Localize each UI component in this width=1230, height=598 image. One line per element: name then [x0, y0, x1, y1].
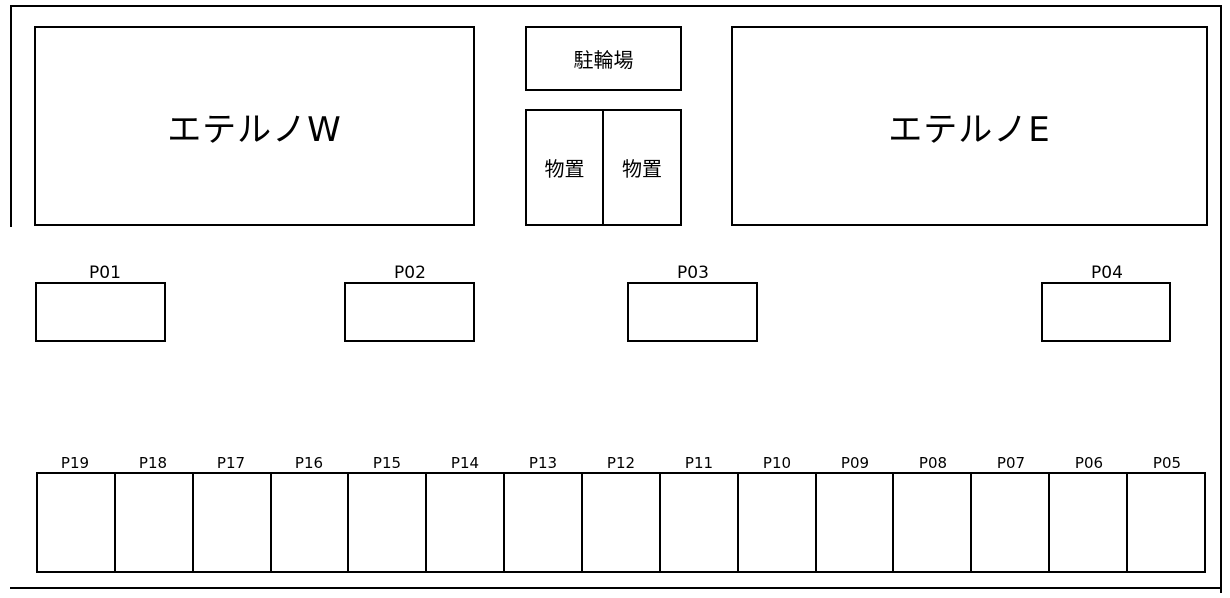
- parking-space-p13[interactable]: [505, 474, 584, 571]
- parking-space-label: P13: [528, 454, 558, 472]
- parking-space-label: P01: [89, 263, 121, 283]
- building-eterno-east: エテルノE: [731, 26, 1208, 226]
- parking-space-label: P09: [840, 454, 870, 472]
- boundary-top: [10, 5, 1222, 7]
- parking-space-p18[interactable]: [116, 474, 194, 571]
- parking-space-p03[interactable]: [627, 282, 758, 342]
- parking-space-p15[interactable]: [349, 474, 428, 571]
- bottom-parking-row: [36, 472, 1206, 573]
- parking-space-p10[interactable]: [739, 474, 817, 571]
- storage-left: 物置: [525, 109, 604, 226]
- parking-space-p07[interactable]: [972, 474, 1051, 571]
- parking-space-label: P12: [606, 454, 636, 472]
- parking-space-label: P11: [684, 454, 714, 472]
- parking-space-label: P06: [1074, 454, 1104, 472]
- parking-space-p11[interactable]: [661, 474, 739, 571]
- parking-space-p05[interactable]: [1128, 474, 1204, 571]
- parking-space-p04[interactable]: [1041, 282, 1171, 342]
- building-eterno-west: エテルノW: [34, 26, 475, 226]
- parking-space-p02[interactable]: [344, 282, 475, 342]
- boundary-right: [1220, 5, 1222, 593]
- parking-space-p09[interactable]: [817, 474, 895, 571]
- parking-space-label: P05: [1152, 454, 1182, 472]
- parking-space-label: P16: [294, 454, 324, 472]
- parking-space-label: P14: [450, 454, 480, 472]
- parking-space-label: P17: [216, 454, 246, 472]
- parking-space-label: P15: [372, 454, 402, 472]
- storage-right: 物置: [602, 109, 682, 226]
- boundary-left: [10, 5, 12, 227]
- boundary-bottom: [10, 587, 1222, 589]
- bicycle-parking: 駐輪場: [525, 26, 682, 91]
- parking-space-p17[interactable]: [194, 474, 272, 571]
- storage-left-label: 物置: [544, 157, 585, 181]
- building-eterno-east-label: エテルノE: [888, 109, 1051, 150]
- parking-space-p19[interactable]: [38, 474, 116, 571]
- parking-space-label: P10: [762, 454, 792, 472]
- parking-space-label: P19: [60, 454, 90, 472]
- parking-space-p06[interactable]: [1050, 474, 1129, 571]
- bicycle-parking-label: 駐輪場: [573, 48, 634, 72]
- parking-space-p01[interactable]: [35, 282, 166, 342]
- building-eterno-west-label: エテルノW: [167, 109, 342, 150]
- parking-space-p16[interactable]: [272, 474, 350, 571]
- parking-space-p12[interactable]: [583, 474, 661, 571]
- storage-right-label: 物置: [622, 157, 662, 181]
- parking-space-label: P07: [996, 454, 1026, 472]
- parking-space-p14[interactable]: [427, 474, 506, 571]
- parking-space-label: P04: [1091, 263, 1123, 283]
- parking-space-label: P18: [138, 454, 168, 472]
- parking-space-p08[interactable]: [894, 474, 973, 571]
- parking-space-label: P02: [394, 263, 426, 283]
- parking-space-label: P08: [918, 454, 948, 472]
- parking-space-label: P03: [677, 263, 709, 283]
